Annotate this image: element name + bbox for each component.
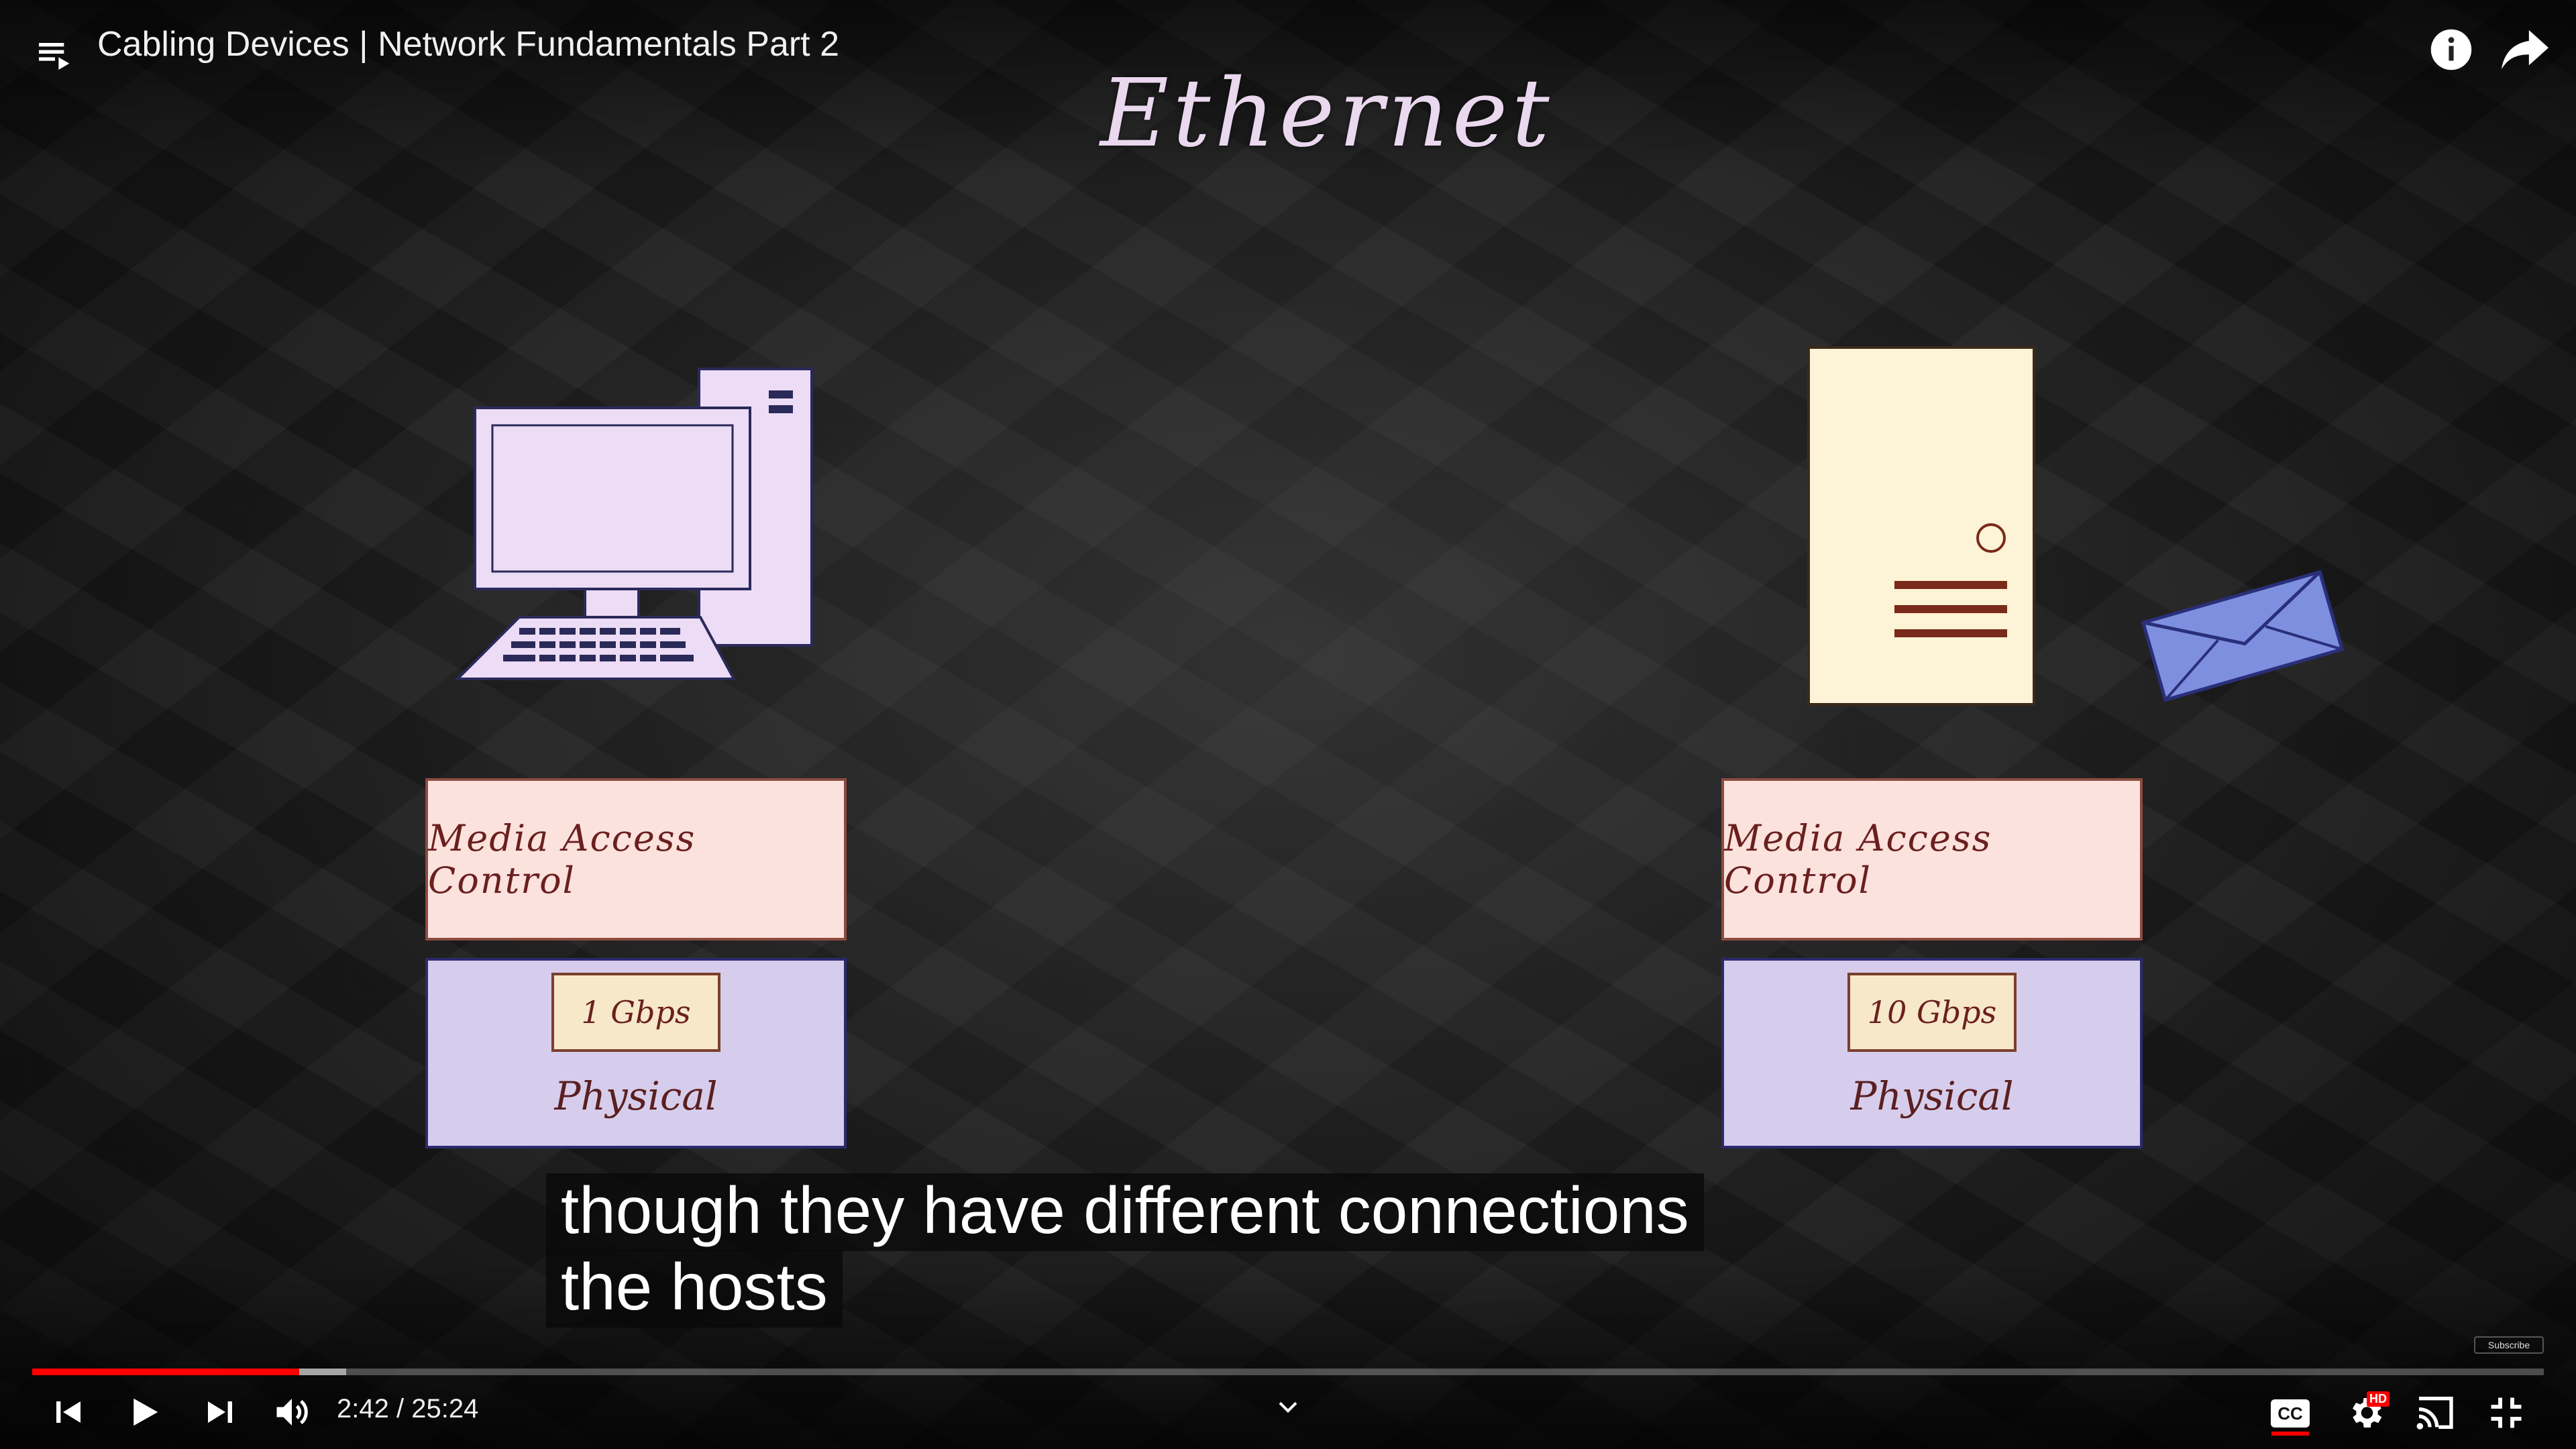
chevron-down-icon[interactable] [1269,1393,1307,1422]
caption-line-2: the hosts [546,1249,843,1328]
caption-text-2: the hosts [546,1250,843,1328]
progress-bar[interactable] [32,1368,2544,1375]
end-screen-badge[interactable]: Subscribe [2474,1336,2544,1354]
left-physical-layer: 1 Gbps Physical [425,958,847,1148]
exit-fullscreen-icon[interactable] [2479,1387,2533,1438]
time-display: 2:42 / 25:24 [337,1394,478,1424]
video-title[interactable]: Cabling Devices | Network Fundamentals P… [97,25,839,64]
share-icon[interactable] [2498,24,2552,75]
info-icon[interactable] [2426,24,2477,75]
desktop-computer-icon [453,368,816,683]
duration: 25:24 [411,1394,479,1424]
closed-captions-icon[interactable]: CC [2265,1390,2316,1437]
playlist-icon[interactable] [31,30,79,78]
current-time: 2:42 [337,1394,389,1424]
left-speed-box: 1 Gbps [551,973,720,1052]
previous-icon[interactable] [47,1389,90,1436]
cc-label: CC [2271,1399,2310,1428]
play-icon[interactable] [121,1387,168,1437]
left-physical-label: Physical [554,1073,718,1119]
envelope-icon [2137,569,2348,703]
caption-line-1: though they have different connections [546,1173,1704,1251]
right-physical-layer: 10 Gbps Physical [1721,958,2143,1148]
cc-active-underline [2271,1432,2309,1436]
caption-text-1: though they have different connections [546,1173,1704,1251]
progress-played [32,1368,299,1375]
right-speed-box: 10 Gbps [1847,973,2017,1052]
settings-gear-icon[interactable]: HD [2337,1387,2394,1438]
time-separator: / [396,1394,405,1424]
top-gradient [0,0,2576,174]
cast-icon[interactable] [2408,1387,2462,1438]
next-icon[interactable] [199,1389,241,1436]
server-icon [1806,345,2037,707]
right-mac-layer: Media Access Control [1721,778,2143,941]
right-physical-label: Physical [1850,1073,2014,1119]
slide-heading: Ethernet [1100,59,1554,168]
bottom-gradient [0,1261,2576,1449]
hd-badge: HD [2367,1391,2390,1407]
left-mac-layer: Media Access Control [425,778,847,941]
volume-icon[interactable] [267,1387,317,1437]
